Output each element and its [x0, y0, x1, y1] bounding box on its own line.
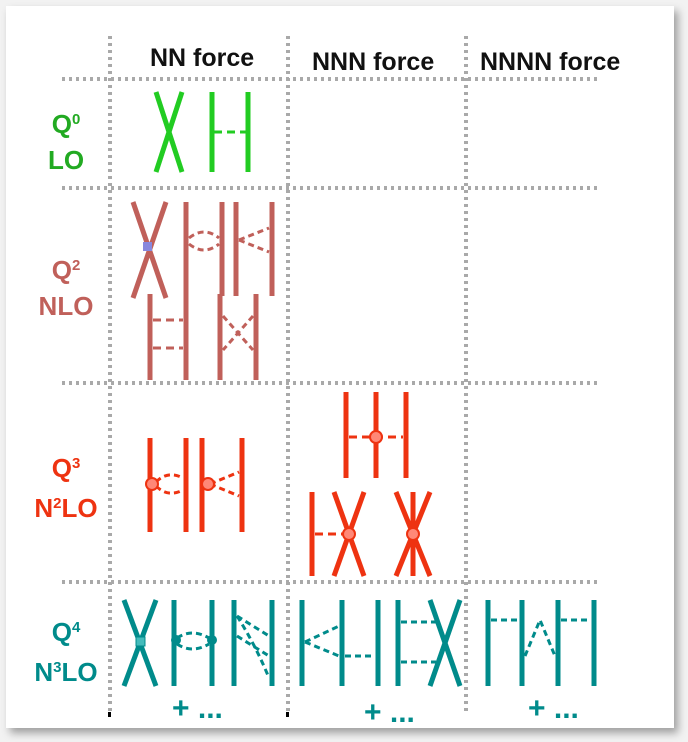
- n3lo-nnnn-diagrams: [485, 600, 597, 686]
- grid-lines: [62, 36, 598, 714]
- n3lo-nnn-diagrams: [299, 599, 463, 687]
- feynman-diagram-grid: [62, 36, 598, 717]
- n3lo-vertex-2: [207, 635, 217, 645]
- n2lo-nn-diagrams: [147, 438, 245, 532]
- n2lo-vertex-2: [201, 477, 215, 491]
- nlo-diagrams: [130, 201, 275, 380]
- n3lo-3nf-b-pions: [401, 620, 436, 664]
- n2lo-tpe2-pions: [209, 470, 240, 498]
- n3lo-vertex-1: [171, 635, 181, 645]
- nlo-tpe2-pions: [238, 226, 270, 254]
- row-label-n3lo: Q4 N3LO: [34, 617, 98, 687]
- n2lo-tpe-loop: [154, 473, 184, 495]
- n3lo-tpe-loop: [176, 631, 210, 651]
- n2lo-nnn-diagrams: [309, 392, 433, 577]
- n2lo-3nf-ope-vertex: [342, 527, 356, 541]
- bottom-tick-1: [108, 712, 111, 717]
- nlo-crossed-pions: [221, 315, 255, 351]
- n3lo-tpe2-pions: [235, 614, 271, 679]
- n3lo-contact-vertex: [135, 636, 146, 647]
- continuation-nn: + ...: [172, 692, 223, 725]
- n3lo-nn-diagrams: [121, 599, 275, 687]
- continuation-nnn: + ...: [364, 696, 415, 729]
- n3lo-4nf-pions: [491, 616, 591, 657]
- bottom-ticks: [108, 712, 289, 717]
- n2lo-vertex-1: [145, 477, 159, 491]
- bottom-tick-2: [286, 712, 289, 717]
- diagram-panel: NN force NNN force NNNN force Q0 LO Q2 N…: [6, 6, 674, 729]
- nlo-contact-vertex: [143, 242, 152, 251]
- row-label-nlo: Q2 NLO: [38, 255, 94, 321]
- nlo-tpe-loop: [188, 230, 220, 252]
- column-header-nn: NN force: [150, 44, 255, 72]
- row-label-lo: Q0 LO: [47, 109, 85, 175]
- lo-diagrams: [153, 91, 251, 173]
- row-label-n2lo: Q3 N2LO: [34, 453, 98, 523]
- column-header-nnn: NNN force: [312, 48, 435, 76]
- lo-contact-leg-2: [153, 91, 185, 173]
- n3lo-3nf-a-pions: [304, 624, 375, 658]
- continuation-nnnn: + ...: [528, 692, 579, 725]
- column-header-nnnn: NNNN force: [480, 48, 621, 76]
- n2lo-3nf-tpe-vertex: [369, 430, 383, 444]
- n2lo-3nf-contact-vertex: [406, 527, 420, 541]
- n3lo-3nf-b-leg-2: [427, 599, 463, 687]
